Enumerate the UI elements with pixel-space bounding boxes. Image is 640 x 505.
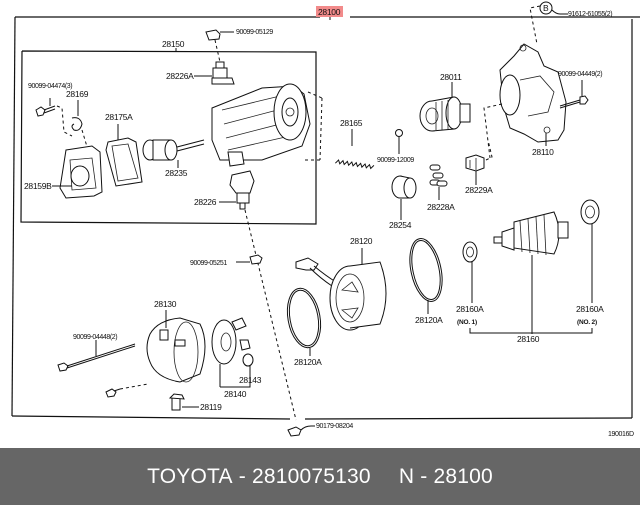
drive-housing-28110 bbox=[499, 43, 567, 146]
bearing-28160A-no1 bbox=[462, 241, 478, 303]
gasket-28175A bbox=[105, 124, 143, 187]
terminal-28226A bbox=[194, 61, 235, 85]
label-28165: 28165 bbox=[340, 118, 363, 128]
label-28175A: 28175A bbox=[105, 112, 133, 122]
nut-90099-05251 bbox=[236, 254, 263, 265]
bolt-90099-04449 bbox=[559, 80, 589, 109]
clip-28169 bbox=[71, 100, 83, 131]
plug-28119 bbox=[168, 393, 199, 411]
label-90099-05251: 90099-05251 bbox=[190, 260, 227, 267]
svg-text:28100: 28100 bbox=[318, 7, 341, 17]
label-90099-04448: 90099-04448(2) bbox=[73, 334, 117, 341]
plunger-28235 bbox=[142, 139, 205, 168]
label-28235: 28235 bbox=[165, 168, 188, 178]
spring-28165 bbox=[335, 129, 375, 170]
label-28228A: 28228A bbox=[427, 202, 455, 212]
rollers-28228A bbox=[429, 164, 448, 200]
clutch-28011 bbox=[419, 82, 471, 132]
o-ring-28120A-left bbox=[286, 287, 322, 356]
part-number: 2810075130 bbox=[252, 464, 371, 488]
bearing-28160A-no2 bbox=[580, 199, 600, 303]
label-28226A: 28226A bbox=[166, 71, 194, 81]
assembly-label-28100[interactable]: 28100 bbox=[316, 6, 343, 20]
label-28140: 28140 bbox=[224, 389, 247, 399]
label-28160A-no1: 28160A bbox=[456, 304, 484, 314]
brush-holder-28140 bbox=[211, 317, 251, 388]
label-90099-05129: 90099-05129 bbox=[236, 29, 273, 36]
yoke-28120 bbox=[295, 248, 387, 331]
label-28120: 28120 bbox=[350, 236, 373, 246]
label-28229A: 28229A bbox=[465, 185, 493, 195]
end-frame-28130 bbox=[146, 310, 206, 383]
name-code: 28100 bbox=[433, 464, 493, 488]
through-bolt-90099-04448 bbox=[57, 340, 136, 372]
label-91612-61055: 91612-61055(2) bbox=[568, 11, 612, 18]
solenoid-housing bbox=[211, 83, 311, 167]
label-no2: (NO. 2) bbox=[577, 319, 597, 326]
nut-90099-05129 bbox=[205, 29, 234, 41]
label-28143: 28143 bbox=[239, 375, 262, 385]
brush-spring-28143 bbox=[242, 353, 254, 376]
nut-90179-08204 bbox=[287, 425, 315, 437]
drawing-number: 190016D bbox=[608, 431, 634, 438]
name-separator: - bbox=[420, 464, 428, 488]
brand-separator: - bbox=[238, 464, 246, 488]
terminal-28226 bbox=[219, 170, 255, 210]
label-28120A-right: 28120A bbox=[415, 315, 443, 325]
label-28119: 28119 bbox=[200, 402, 222, 412]
parts-exploded-diagram: 28100 28150 90099-05129 28226A bbox=[11, 1, 640, 438]
ball-90099-12009 bbox=[395, 129, 403, 154]
callout-B: B bbox=[539, 1, 568, 15]
armature-28160 bbox=[493, 211, 569, 334]
label-28011: 28011 bbox=[440, 72, 462, 82]
label-28226: 28226 bbox=[194, 197, 217, 207]
outer-frame bbox=[11, 16, 640, 420]
o-ring-28120A-right bbox=[409, 238, 443, 314]
retainer-28229A bbox=[465, 154, 485, 185]
idler-gear-28254 bbox=[391, 175, 417, 220]
part-info-banner: TOYOTA - 2810075130 N - 28100 bbox=[0, 448, 640, 505]
label-90099-04474: 90099-04474(3) bbox=[28, 83, 72, 90]
contact-plate-28159B bbox=[52, 145, 103, 199]
label-90179-08204: 90179-08204 bbox=[316, 423, 353, 430]
label-no1: (NO. 1) bbox=[457, 319, 477, 326]
label-28110: 28110 bbox=[532, 147, 554, 157]
label-28120A-left: 28120A bbox=[294, 357, 322, 367]
label-90099-04449: 90099-04449(2) bbox=[558, 71, 602, 78]
bolt-90099-04474 bbox=[35, 98, 56, 117]
svg-text:B: B bbox=[543, 3, 549, 13]
label-28159B: 28159B bbox=[24, 181, 52, 191]
name-prefix: N bbox=[398, 464, 415, 488]
label-28160A-no2: 28160A bbox=[576, 304, 604, 314]
label-28160: 28160 bbox=[517, 334, 540, 344]
brand-name: TOYOTA bbox=[147, 464, 233, 488]
label-28150: 28150 bbox=[162, 39, 185, 49]
screw-small bbox=[105, 388, 121, 398]
label-90099-12009: 90099-12009 bbox=[377, 157, 414, 164]
label-28254: 28254 bbox=[389, 220, 412, 230]
label-28169: 28169 bbox=[66, 89, 89, 99]
label-28130: 28130 bbox=[154, 299, 177, 309]
